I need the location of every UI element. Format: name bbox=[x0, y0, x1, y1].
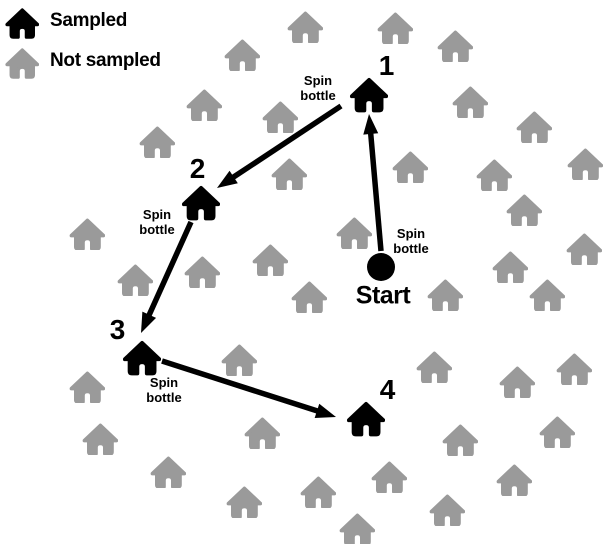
legend-item-not-sampled: Not sampled bbox=[1, 43, 161, 79]
house-icon-not-sampled bbox=[552, 349, 592, 386]
house-icon-not-sampled bbox=[248, 240, 288, 277]
house-icon-not-sampled bbox=[296, 472, 336, 509]
house-icon-not-sampled bbox=[222, 482, 262, 519]
house-icon-not-sampled bbox=[495, 362, 535, 399]
house-icon-not-sampled bbox=[180, 252, 220, 289]
house-icon-not-sampled bbox=[388, 147, 428, 184]
house-icon-not-sampled bbox=[146, 452, 186, 489]
house-icon-not-sampled bbox=[373, 8, 413, 45]
legend-item-sampled: Sampled bbox=[1, 3, 161, 39]
house-icon-not-sampled bbox=[438, 420, 478, 457]
house-icon-not-sampled bbox=[512, 107, 552, 144]
house-icon-not-sampled bbox=[267, 154, 307, 191]
house-icon-not-sampled bbox=[240, 413, 280, 450]
house-icon-not-sampled bbox=[535, 412, 575, 449]
house-icon-not-sampled bbox=[562, 229, 602, 266]
house-icon-not-sampled bbox=[283, 7, 323, 44]
house-icon bbox=[1, 44, 39, 79]
house-icon-not-sampled bbox=[335, 509, 375, 544]
house-icon-not-sampled bbox=[367, 457, 407, 494]
house-icon-sampled-2 bbox=[177, 181, 220, 221]
house-icon-not-sampled bbox=[492, 460, 532, 497]
house-icon-not-sampled bbox=[448, 82, 488, 119]
house-icon-not-sampled bbox=[113, 260, 153, 297]
legend-label-sampled: Sampled bbox=[50, 10, 128, 31]
legend-label-not-sampled: Not sampled bbox=[50, 50, 161, 71]
house-icon-not-sampled bbox=[135, 122, 175, 159]
house-icon-not-sampled bbox=[182, 85, 222, 122]
house-number-label-3: 3 bbox=[109, 314, 126, 345]
house-icon-not-sampled bbox=[412, 347, 452, 384]
house-icon-not-sampled bbox=[220, 35, 260, 72]
house-icon-not-sampled bbox=[332, 213, 372, 250]
legend: Sampled Not sampled bbox=[1, 3, 161, 83]
house-icon-not-sampled bbox=[217, 340, 257, 377]
house-icon-not-sampled bbox=[502, 190, 542, 227]
house-icon bbox=[1, 4, 39, 39]
house-icon-not-sampled bbox=[472, 155, 512, 192]
house-icon-not-sampled bbox=[425, 490, 465, 527]
house-icon-not-sampled bbox=[423, 275, 463, 312]
house-icon-not-sampled bbox=[65, 367, 105, 404]
house-icon-not-sampled bbox=[65, 214, 105, 251]
house-icon-not-sampled bbox=[78, 419, 118, 456]
house-icon-sampled-4 bbox=[342, 397, 385, 437]
house-icon-not-sampled bbox=[433, 26, 473, 63]
house-icon-not-sampled bbox=[287, 277, 327, 314]
house-number-label-1: 1 bbox=[378, 50, 395, 81]
house-icon-not-sampled bbox=[258, 97, 298, 134]
house-icon-not-sampled bbox=[563, 144, 603, 181]
house-number-label-2: 2 bbox=[189, 153, 206, 184]
house-icon-not-sampled bbox=[488, 247, 528, 284]
house-icon-not-sampled bbox=[525, 275, 565, 312]
start-point bbox=[367, 253, 395, 281]
start-label: Start bbox=[355, 281, 411, 310]
house-number-label-4: 4 bbox=[379, 374, 396, 405]
